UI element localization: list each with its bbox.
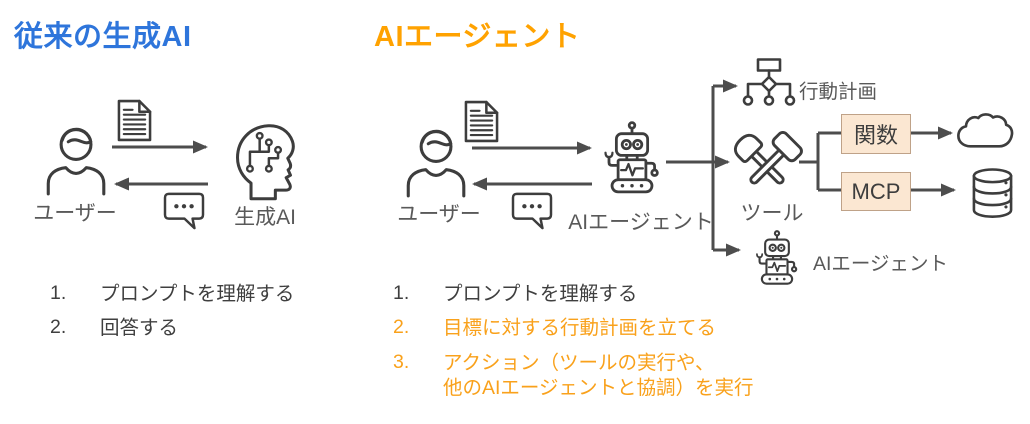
right-steps-list: 1. プロンプトを理解する 2. 目標に対する行動計画を立てる 3. アクション… bbox=[393, 282, 813, 410]
tools-label: ツール bbox=[740, 202, 804, 225]
left-panel-title: 従来の生成AI bbox=[14, 21, 192, 53]
list-item: 2. 回答する bbox=[50, 316, 350, 341]
right-user-label: ユーザー bbox=[397, 203, 481, 226]
speech-bubble-ellipsis-icon bbox=[163, 192, 205, 230]
step-text: アクション（ツールの実行や、 bbox=[443, 351, 715, 374]
step-number: 2. bbox=[393, 316, 410, 339]
document-icon bbox=[117, 99, 152, 142]
step-number: 3. bbox=[393, 350, 410, 373]
list-item: 1. プロンプトを理解する bbox=[50, 282, 350, 307]
generative-ai-head-circuit-icon bbox=[236, 124, 295, 201]
tools-branch-lines bbox=[799, 131, 841, 192]
document-icon bbox=[464, 100, 499, 143]
list-item: 3. アクション（ツールの実行や、 他のAIエージェントと協調）を実行 bbox=[393, 351, 813, 402]
sub-agent-label: AIエージェント bbox=[813, 253, 949, 275]
action-plan-flowchart-icon bbox=[742, 58, 796, 106]
mcp-box-label: MCP bbox=[851, 178, 901, 204]
sub-agent-robot-icon bbox=[755, 230, 798, 285]
step-text: 他のAIエージェントと協調）を実行 bbox=[443, 377, 754, 400]
function-box: 関数 bbox=[841, 114, 911, 154]
step-text: プロンプトを理解する bbox=[443, 283, 638, 305]
left-user-label: ユーザー bbox=[33, 202, 117, 225]
function-box-label: 関数 bbox=[853, 123, 898, 148]
step-number: 2. bbox=[50, 316, 67, 339]
ai-agent-robot-icon bbox=[604, 121, 659, 194]
cloud-icon bbox=[957, 113, 1014, 148]
tools-crossed-hammers-icon bbox=[733, 130, 803, 185]
mcp-box: MCP bbox=[841, 172, 911, 211]
ai-agent-label: AIエージェント bbox=[568, 211, 714, 234]
generative-ai-label: 生成AI bbox=[234, 206, 296, 229]
step-text: 回答する bbox=[100, 317, 179, 340]
list-item: 2. 目標に対する行動計画を立てる bbox=[393, 316, 813, 341]
step-text: プロンプトを理解する bbox=[100, 283, 295, 305]
right-panel-title: AIエージェント bbox=[374, 21, 581, 53]
step-number: 1. bbox=[393, 282, 410, 304]
left-steps-list: 1. プロンプトを理解する 2. 回答する bbox=[50, 282, 350, 351]
database-cylinder-icon bbox=[972, 168, 1013, 218]
list-item: 1. プロンプトを理解する bbox=[393, 282, 813, 307]
speech-bubble-ellipsis-icon bbox=[511, 192, 553, 230]
step-text: 目標に対する行動計画を立てる bbox=[443, 317, 717, 340]
user-icon bbox=[46, 127, 106, 196]
action-plan-label: 行動計画 bbox=[799, 81, 878, 103]
step-number: 1. bbox=[50, 282, 67, 304]
user-icon bbox=[406, 129, 466, 198]
